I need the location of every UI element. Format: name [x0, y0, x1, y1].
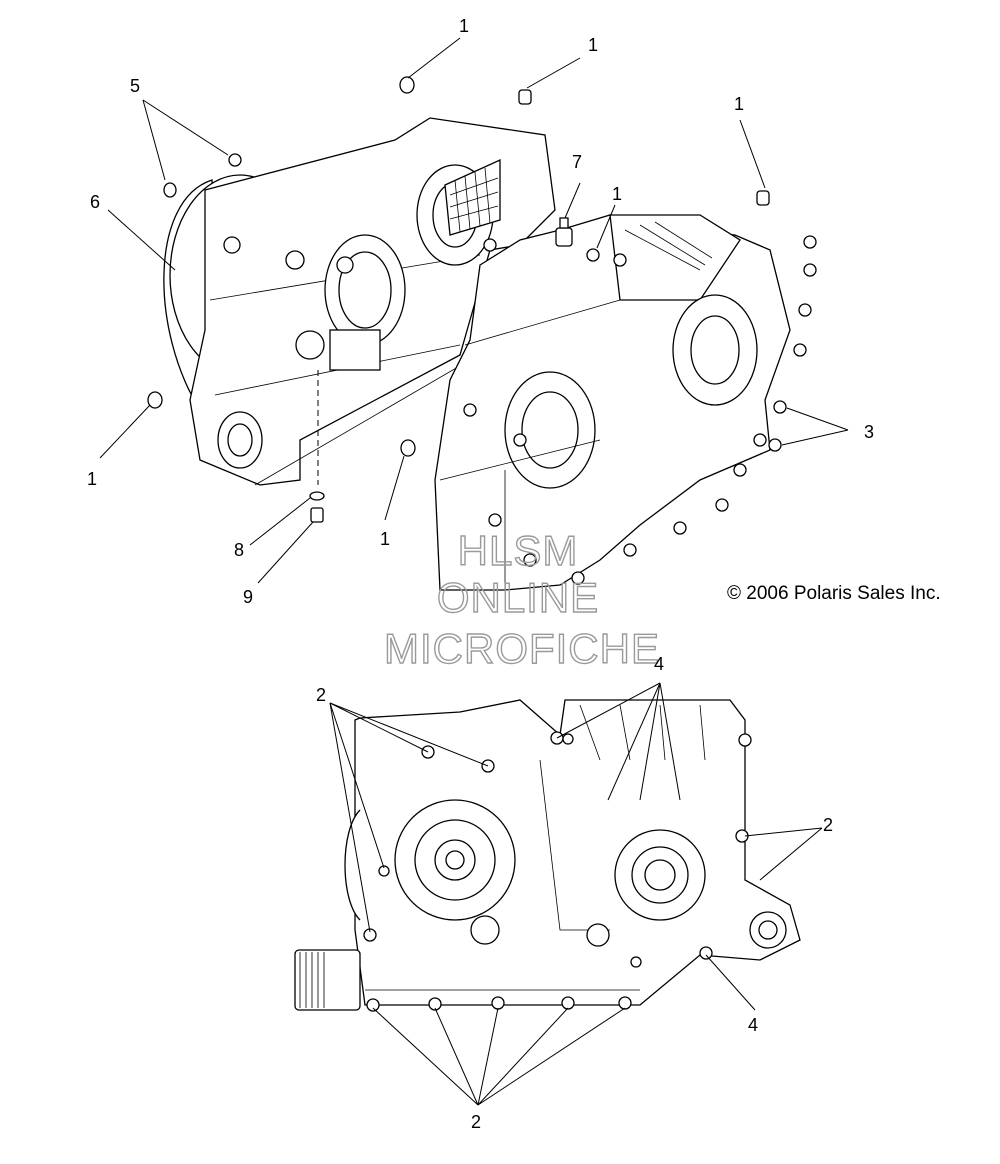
callout-1-top: 1 — [459, 16, 469, 36]
leader-lines-upper — [99, 37, 849, 584]
callout-2-left: 2 — [316, 685, 326, 705]
callout-1-left: 1 — [87, 469, 97, 489]
callout-9: 9 — [243, 587, 253, 607]
callout-2-right: 2 — [823, 815, 833, 835]
callout-7: 7 — [572, 152, 582, 172]
callout-3: 3 — [864, 422, 874, 442]
watermark-line-3: MICROFICHE — [384, 625, 660, 672]
case-bolts-upper — [463, 235, 817, 585]
left-crankcase-half — [163, 117, 556, 486]
callout-1-center: 1 — [612, 184, 622, 204]
sealing-washer — [309, 491, 325, 501]
copyright-notice: © 2006 Polaris Sales Inc. — [727, 583, 941, 604]
watermark: HLSM ONLINE MICROFICHE — [383, 526, 660, 672]
callout-1-far-right: 1 — [734, 94, 744, 114]
callout-4-bottom: 4 — [748, 1015, 758, 1035]
callout-4-top: 4 — [654, 654, 664, 674]
callout-2-bottom: 2 — [471, 1112, 481, 1132]
watermark-line-1: HLSM — [458, 527, 579, 574]
callout-6: 6 — [90, 192, 100, 212]
callout-1-bottom: 1 — [380, 529, 390, 549]
oil-fitting — [555, 217, 573, 247]
assembled-crankcase-bottom-view — [294, 699, 801, 1012]
right-crankcase-half — [434, 214, 817, 591]
dowel-pins — [147, 76, 787, 457]
callout-8: 8 — [234, 540, 244, 560]
watermark-line-2: ONLINE — [437, 574, 599, 621]
callout-labels: 1 1 5 1 7 1 6 3 1 1 8 9 4 2 2 4 2 — [87, 16, 874, 1132]
callout-5: 5 — [130, 76, 140, 96]
drain-plug — [310, 507, 324, 523]
callout-1-top-right: 1 — [588, 35, 598, 55]
leader-lines-lower — [329, 682, 823, 1106]
